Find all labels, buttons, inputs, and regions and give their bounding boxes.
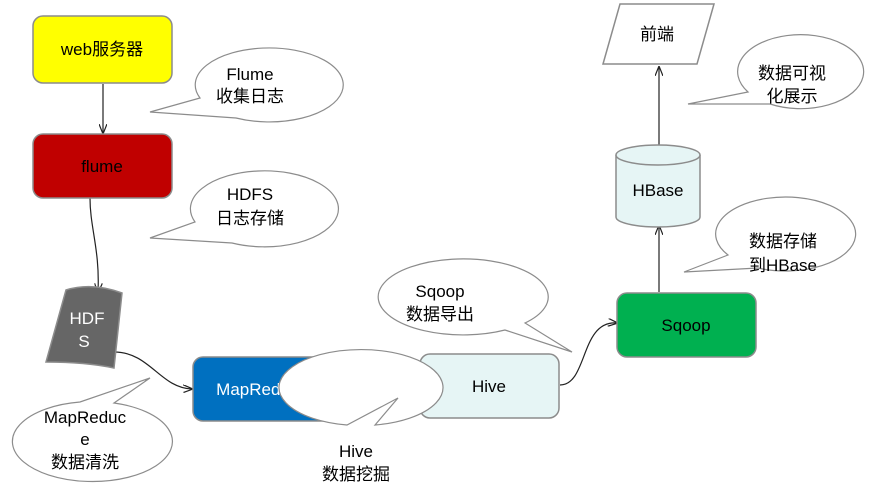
callout-mapreduce-clean: MapReduc e 数据清洗: [11, 377, 174, 483]
callout-flume-collect-line1: Flume: [226, 65, 273, 84]
callout-sqoop-export: Sqoop 数据导出: [377, 258, 573, 353]
arrow-flume-to-hdfs: [89, 197, 98, 292]
hive-label: Hive: [472, 377, 506, 396]
web-server-node[interactable]: web服务器: [32, 15, 173, 84]
callout-hdfs-store-line1: HDFS: [227, 185, 273, 204]
callout-flume-collect-line2: 收集日志: [216, 87, 284, 106]
arrow-hdfs-to-mapreduce: [113, 351, 192, 389]
callout-hive-mining: Hive 数据挖掘: [278, 348, 444, 484]
callout-hdfs-store: HDFS 日志存储: [149, 170, 340, 248]
callout-flume-collect: Flume 收集日志: [149, 47, 344, 123]
callout-sqoop-export-line2: 数据导出: [406, 305, 474, 324]
frontend-label: 前端: [640, 25, 674, 44]
callout-hdfs-store-line2: 日志存储: [216, 209, 284, 228]
callout-hive-mining-line2: 数据挖掘: [322, 465, 390, 484]
callout-mapreduce-clean-line2: e: [80, 430, 89, 449]
connectors: [89, 67, 659, 389]
callout-sqoop-export-line1: Sqoop: [415, 282, 464, 301]
callout-hive-mining-line1: Hive: [339, 442, 373, 461]
callout-mapreduce-clean-line3: 数据清洗: [51, 453, 119, 472]
callout-visualize: 数据可视 化展示: [687, 34, 865, 110]
hbase-label: HBase: [632, 181, 683, 200]
callout-hbase-store: 数据存储 到HBase: [683, 196, 857, 275]
callout-visualize-line2: 化展示: [767, 87, 818, 106]
callout-mapreduce-clean-line1: MapReduc: [44, 408, 127, 427]
hbase-node[interactable]: HBase: [615, 144, 701, 228]
sqoop-label: Sqoop: [661, 316, 710, 335]
hdfs-label-line2: S: [78, 332, 89, 351]
callout-hbase-store-line1: 数据存储: [749, 232, 817, 251]
arrow-hive-to-sqoop: [559, 323, 617, 386]
sqoop-node[interactable]: Sqoop: [616, 292, 757, 358]
callout-visualize-line1: 数据可视: [758, 64, 826, 83]
flume-label: flume: [81, 157, 123, 176]
hdfs-node[interactable]: HDF S: [45, 285, 123, 369]
web-server-label: web服务器: [60, 40, 143, 59]
flume-node[interactable]: flume: [32, 133, 173, 199]
hdfs-label-line1: HDF: [70, 309, 105, 328]
callout-hbase-store-line2: 到HBase: [749, 256, 817, 275]
frontend-node[interactable]: 前端: [602, 3, 715, 65]
